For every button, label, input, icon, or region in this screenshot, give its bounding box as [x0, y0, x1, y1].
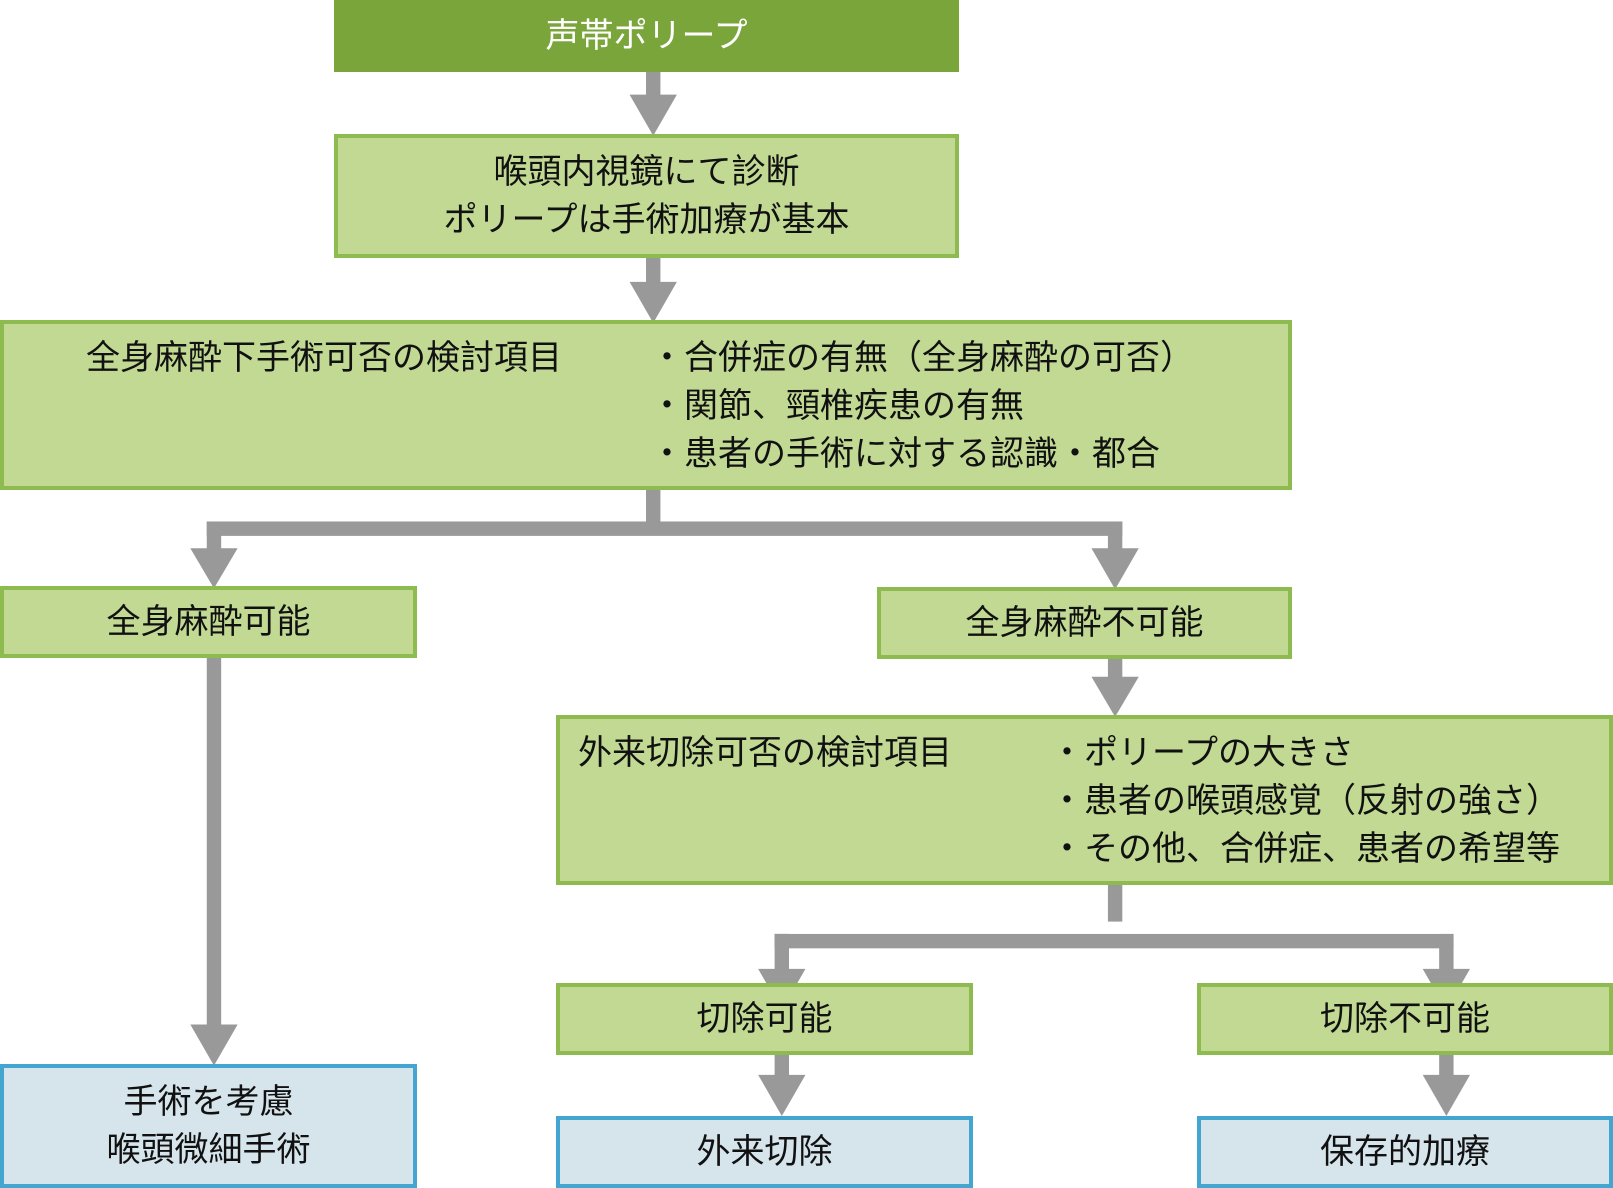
node-root: 声帯ポリープ	[334, 0, 959, 72]
diagnosis-line-1: 喉頭内視鏡にて診断	[493, 152, 800, 192]
edge-resection-impossible-conservative	[1439, 1054, 1454, 1077]
edge-root-diagnosis	[646, 72, 661, 97]
ga-criteria-item: ・患者の手術に対する認識・都合	[650, 434, 1160, 474]
edge-diagnosis-ga-criteria	[646, 257, 661, 284]
arrowhead-outcome-outpatient	[758, 1074, 806, 1116]
node-diagnosis: 喉頭内視鏡にて診断 ポリープは手術加療が基本	[334, 134, 959, 258]
edge-to-ga-possible	[206, 521, 222, 551]
node-outpatient-criteria: 外来切除可否の検討項目 ・ポリープの大きさ ・患者の喉頭感覚（反射の強さ） ・そ…	[556, 715, 1613, 885]
arrowhead-outpatient-criteria	[1091, 676, 1139, 717]
node-ga-possible: 全身麻酔可能	[0, 586, 417, 658]
node-ga-impossible: 全身麻酔不可能	[877, 587, 1292, 659]
edge-ga-criteria-trunk	[646, 489, 661, 529]
outpatient-criteria-item: ・患者の喉頭感覚（反射の強さ）	[1050, 781, 1560, 821]
ga-criteria-list: ・合併症の有無（全身麻酔の可否） ・関節、頸椎疾患の有無 ・患者の手術に対する認…	[650, 334, 1194, 478]
outcome-surgery-line-1: 手術を考慮	[123, 1082, 294, 1122]
outcome-outpatient-label: 外来切除	[696, 1132, 833, 1172]
root-label: 声帯ポリープ	[545, 16, 748, 56]
edge-to-resection-impossible	[1439, 933, 1454, 971]
node-resection-possible: 切除可能	[556, 983, 973, 1055]
node-resection-impossible: 切除不可能	[1197, 983, 1613, 1055]
edge-ga-impossible-outpatient	[1107, 658, 1123, 679]
ga-possible-label: 全身麻酔可能	[106, 602, 311, 642]
edge-outpatient-bar	[774, 933, 1454, 949]
outpatient-criteria-list: ・ポリープの大きさ ・患者の喉頭感覚（反射の強さ） ・その他、合併症、患者の希望…	[1050, 729, 1560, 873]
diagnosis-line-2: ポリープは手術加療が基本	[443, 200, 850, 240]
resection-possible-label: 切除可能	[696, 999, 833, 1039]
edge-to-ga-impossible	[1107, 521, 1123, 551]
outpatient-criteria-heading: 外来切除可否の検討項目	[578, 733, 952, 773]
ga-criteria-item: ・合併症の有無（全身麻酔の可否）	[650, 338, 1194, 378]
outpatient-criteria-item: ・ポリープの大きさ	[1050, 733, 1354, 773]
arrowhead-ga-criteria	[629, 281, 677, 323]
ga-criteria-heading: 全身麻酔下手術可否の検討項目	[86, 338, 562, 378]
ga-criteria-item: ・関節、頸椎疾患の有無	[650, 386, 1024, 426]
resection-impossible-label: 切除不可能	[1320, 999, 1490, 1039]
edge-outpatient-trunk	[1107, 884, 1123, 922]
node-outcome-conservative: 保存的加療	[1197, 1116, 1613, 1188]
arrowhead-diagnosis	[629, 94, 677, 136]
edge-ga-criteria-bar	[206, 521, 1123, 536]
arrowhead-ga-possible	[190, 548, 238, 589]
edge-to-resection-possible-down	[774, 933, 790, 971]
edge-resection-possible-outpatient	[774, 1054, 790, 1077]
edge-ga-possible-surgery	[206, 656, 222, 1027]
arrowhead-outcome-surgery	[190, 1024, 238, 1066]
arrowhead-outcome-conservative	[1422, 1074, 1471, 1116]
outcome-conservative-label: 保存的加療	[1320, 1132, 1490, 1172]
node-ga-criteria: 全身麻酔下手術可否の検討項目 ・合併症の有無（全身麻酔の可否） ・関節、頸椎疾患…	[0, 320, 1292, 490]
outcome-surgery-line-2: 喉頭微細手術	[106, 1130, 311, 1170]
node-outcome-surgery: 手術を考慮 喉頭微細手術	[0, 1064, 417, 1188]
arrowhead-ga-impossible	[1091, 548, 1139, 590]
ga-impossible-label: 全身麻酔不可能	[965, 603, 1204, 643]
node-outcome-outpatient: 外来切除	[556, 1116, 973, 1188]
outpatient-criteria-item: ・その他、合併症、患者の希望等	[1050, 829, 1560, 869]
